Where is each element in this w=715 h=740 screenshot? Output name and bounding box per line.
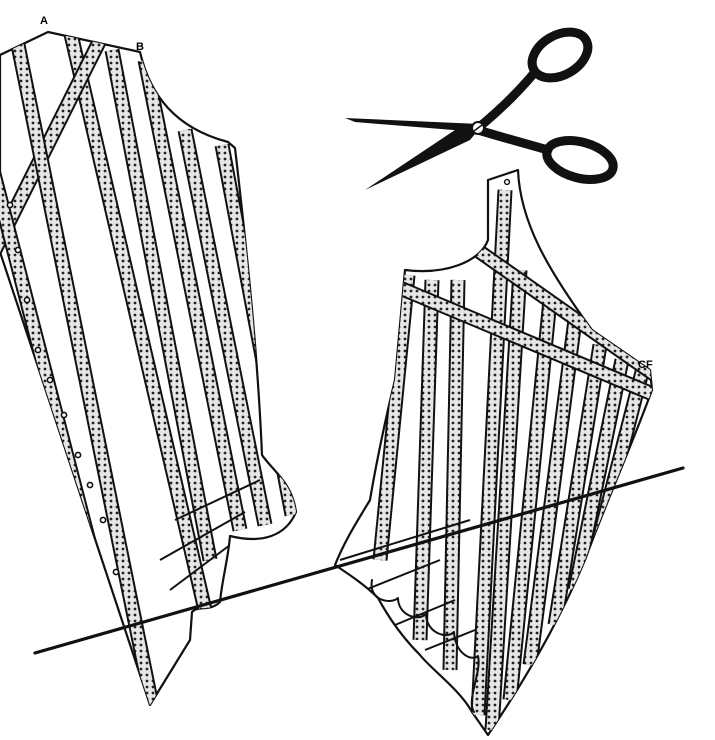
front-bodice-piece: CF [333,168,654,737]
front-eyelet [503,178,511,186]
front-hem-scallops [370,579,480,713]
back-eyelets [6,201,120,576]
scissors-icon [345,27,618,190]
label-center-front: CF [638,359,653,371]
front-boning-tapes [339,189,652,731]
cutting-line [33,466,685,655]
label-point-a: A [40,15,48,27]
back-bodice-piece: A B [0,15,298,707]
label-point-b: B [136,41,144,53]
